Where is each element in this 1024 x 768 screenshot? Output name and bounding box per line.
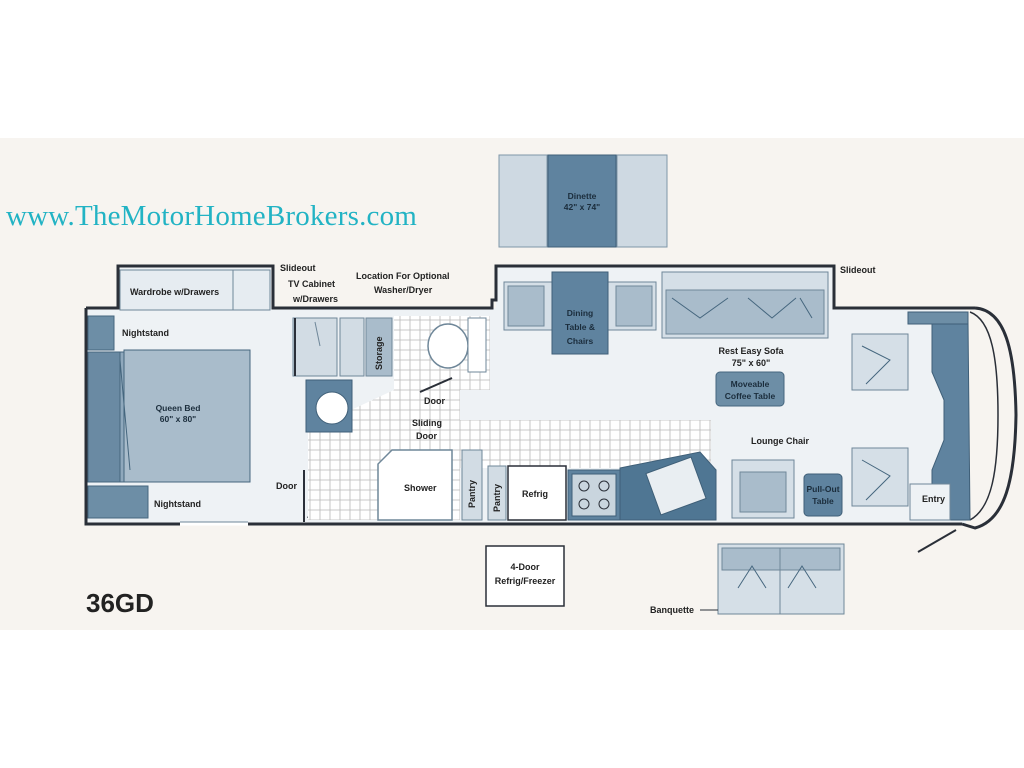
- dining-label-1: Dining: [567, 308, 593, 318]
- banquette: [700, 543, 845, 615]
- coffee-table-label-2: Coffee Table: [725, 391, 776, 401]
- shower: [377, 449, 453, 521]
- cab-seat-bottom: [851, 447, 909, 507]
- sliding-door-label-1: Sliding: [412, 418, 442, 428]
- queen-bed-label-2: 60" x 80": [160, 414, 196, 424]
- queen-bed-label-1: Queen Bed: [156, 403, 201, 413]
- dining-label-2: Table &: [565, 322, 595, 332]
- nightstand-top-label: Nightstand: [122, 328, 169, 338]
- refrig-freezer-label-2: Refrig/Freezer: [495, 576, 556, 586]
- sofa: [661, 271, 829, 339]
- sofa-label-1: Rest Easy Sofa: [718, 346, 784, 356]
- coffee-table-label-1: Moveable: [731, 379, 770, 389]
- model-number: 36GD: [86, 588, 154, 618]
- lounge-chair-label: Lounge Chair: [751, 436, 809, 446]
- tv-cabinet-label-1: Slideout: [280, 263, 316, 273]
- door-bed-label: Door: [276, 481, 297, 491]
- sofa-label-2: 75" x 60": [732, 358, 771, 368]
- pullout-table-label-1: Pull-Out: [806, 484, 839, 494]
- slideout-right-label: Slideout: [840, 265, 876, 275]
- nightstand-top: [87, 315, 115, 351]
- galley-counter: [567, 451, 717, 521]
- entry-label: Entry: [922, 494, 945, 504]
- storage-cabinet: [339, 317, 393, 377]
- refrigerator: [507, 465, 567, 521]
- refrig-label: Refrig: [522, 489, 548, 499]
- refrig-freezer-label-1: 4-Door: [511, 562, 540, 572]
- pantry-1-label: Pantry: [467, 480, 477, 508]
- pantry-1: [461, 449, 483, 521]
- sliding-door-label-2: Door: [416, 431, 437, 441]
- tv-cabinet-label-3: w/Drawers: [292, 294, 338, 304]
- dinette-label-1: Dinette: [568, 191, 597, 201]
- coffee-table: [715, 371, 785, 407]
- queen-bed: [87, 349, 251, 483]
- bedroom-window: [180, 521, 248, 526]
- storage-label: Storage: [374, 336, 384, 370]
- dinette-label-2: 42" x 74": [564, 202, 600, 212]
- pullout-table-label-2: Table: [812, 496, 834, 506]
- refrig-freezer-box: [485, 545, 565, 607]
- pullout-table: [803, 473, 843, 517]
- watermark-text: www.TheMotorHomeBrokers.com: [6, 200, 418, 232]
- pantry-2-label: Pantry: [492, 484, 502, 512]
- shower-label: Shower: [404, 483, 437, 493]
- tv-cabinet-label-2: TV Cabinet: [288, 279, 335, 289]
- lounge-chair: [731, 459, 795, 519]
- dining-table: [503, 271, 657, 355]
- nightstand-bottom: [87, 485, 149, 519]
- toilet: [427, 317, 487, 373]
- nightstand-bottom-label: Nightstand: [154, 499, 201, 509]
- wardrobe: [119, 269, 271, 311]
- dinette-slide: [498, 154, 668, 248]
- door-bath-label: Door: [424, 396, 445, 406]
- pantry-2: [487, 465, 507, 521]
- bathroom-sink: [305, 379, 353, 433]
- bath-door: [419, 377, 453, 393]
- dashboard: [907, 311, 971, 521]
- washer-dryer-label-1: Location For Optional: [356, 271, 450, 281]
- dining-label-3: Chairs: [567, 336, 594, 346]
- cab-seat-top: [851, 333, 909, 391]
- entry-step: [909, 483, 957, 553]
- tv-cabinet: [292, 317, 338, 377]
- banquette-label: Banquette: [650, 605, 694, 615]
- wardrobe-label: Wardrobe w/Drawers: [130, 287, 219, 297]
- coach-walls: [84, 264, 1018, 530]
- washer-dryer-label-2: Washer/Dryer: [374, 285, 433, 295]
